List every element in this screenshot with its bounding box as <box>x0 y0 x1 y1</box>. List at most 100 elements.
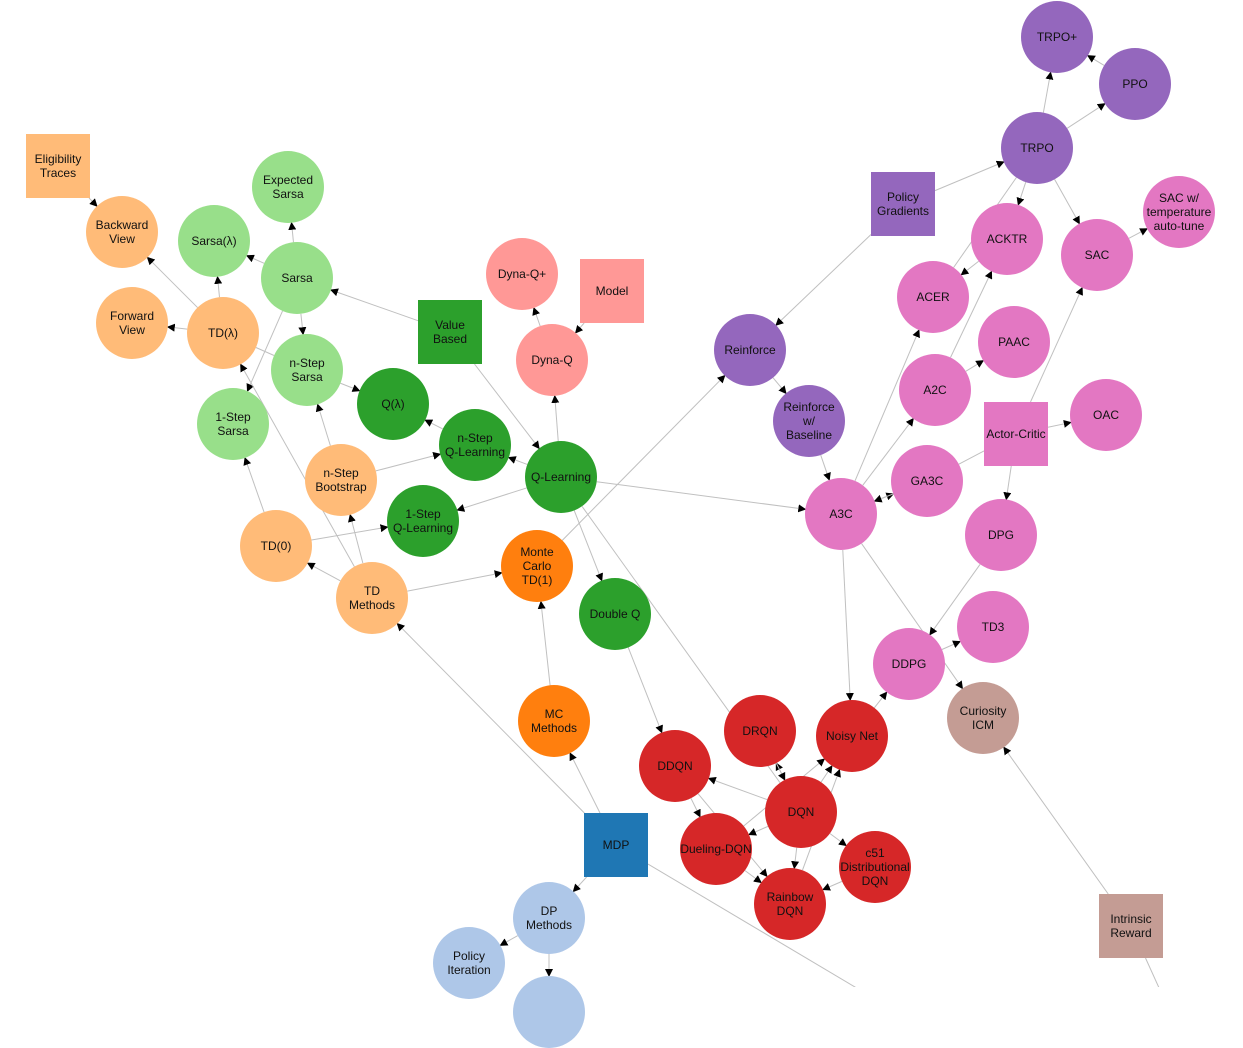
node-backward-view[interactable]: Backward View <box>86 196 158 268</box>
node-a2c[interactable]: A2C <box>899 354 971 426</box>
edge-trpo-to-sac <box>1054 179 1080 225</box>
node-paac[interactable]: PAAC <box>978 306 1050 378</box>
node-policy-iteration[interactable]: Policy Iteration <box>433 927 505 999</box>
node-td-methods[interactable]: TD Methods <box>336 562 408 634</box>
node-sac-temp[interactable]: SAC w/ temperature auto-tune <box>1143 176 1215 248</box>
node-expected-sarsa[interactable]: Expected Sarsa <box>252 151 324 223</box>
node-label: n-Step Q-Learning <box>444 431 506 459</box>
edge-sarsa-to-n-step-sarsa <box>298 313 307 336</box>
node-reinforce[interactable]: Reinforce <box>714 314 786 386</box>
node-label: ACKTR <box>986 232 1028 246</box>
node-label: Backward View <box>95 218 149 246</box>
node-dp-methods[interactable]: DP Methods <box>513 882 585 954</box>
node-n-step-q[interactable]: n-Step Q-Learning <box>439 409 511 481</box>
node-sac[interactable]: SAC <box>1061 219 1133 291</box>
node-label: DDQN <box>657 759 693 773</box>
edge-q-learning-to-a3c <box>596 481 807 513</box>
node-td0[interactable]: TD(0) <box>240 510 312 582</box>
node-q-lambda[interactable]: Q(λ) <box>357 368 429 440</box>
edge-actor-critic-to-ga3c <box>958 450 985 465</box>
node-n-step-bootstrap[interactable]: n-Step Bootstrap <box>305 444 377 516</box>
edge-q-learning-to-dyna-q <box>551 394 560 442</box>
node-intrinsic-reward[interactable]: Intrinsic Reward <box>1099 894 1163 958</box>
node-td-lambda[interactable]: TD(λ) <box>187 297 259 369</box>
node-label: Sarsa(λ) <box>191 234 237 248</box>
edge-dp-methods-to-policy-iteration <box>499 935 518 946</box>
node-actor-critic[interactable]: Actor-Critic <box>984 402 1048 466</box>
edge-n-step-bootstrap-to-n-step-q <box>375 451 442 472</box>
node-noisy-net[interactable]: Noisy Net <box>816 700 888 772</box>
node-model[interactable]: Model <box>580 259 644 323</box>
node-c51[interactable]: c51 Distributional DQN <box>839 831 911 903</box>
edge-mdp-to-bottom-exit <box>647 863 856 987</box>
node-label: GA3C <box>910 474 944 488</box>
node-acktr[interactable]: ACKTR <box>971 203 1043 275</box>
node-td3[interactable]: TD3 <box>957 591 1029 663</box>
edge-td-methods-to-n-step-bootstrap <box>348 513 364 564</box>
node-double-q[interactable]: Double Q <box>579 578 651 650</box>
edge-dpg-to-ddpg <box>929 564 981 636</box>
edge-ppo-to-trpo-plus <box>1086 55 1105 66</box>
node-label: Dyna-Q <box>531 353 573 367</box>
node-dqn[interactable]: DQN <box>765 776 837 848</box>
node-ga3c[interactable]: GA3C <box>891 445 963 517</box>
edge-intrinsic-reward-to-curiosity-icm <box>1003 746 1109 895</box>
node-ppo[interactable]: PPO <box>1099 48 1171 120</box>
node-curiosity-icm[interactable]: Curiosity ICM <box>947 682 1019 754</box>
edge-q-learning-to-double-q <box>573 510 603 582</box>
node-dyna-q[interactable]: Dyna-Q <box>516 324 588 396</box>
node-mc-methods[interactable]: MC Methods <box>518 685 590 757</box>
edge-c51-to-rainbow-dqn <box>822 880 843 891</box>
node-sarsa-lambda[interactable]: Sarsa(λ) <box>178 205 250 277</box>
node-dyna-q-plus[interactable]: Dyna-Q+ <box>486 238 558 310</box>
node-label: Reinforce w/ Baseline <box>783 400 835 442</box>
node-label: Expected Sarsa <box>262 173 314 201</box>
node-q-learning[interactable]: Q-Learning <box>525 441 597 513</box>
node-label: TD Methods <box>348 584 396 612</box>
node-trpo[interactable]: TRPO <box>1001 112 1073 184</box>
node-label: ACER <box>916 290 950 304</box>
node-oac[interactable]: OAC <box>1070 379 1142 451</box>
node-a3c[interactable]: A3C <box>805 478 877 550</box>
edge-a3c-to-a2c <box>862 417 914 486</box>
node-ddpg[interactable]: DDPG <box>873 628 945 700</box>
node-dpg[interactable]: DPG <box>965 499 1037 571</box>
node-eligibility-traces[interactable]: Eligibility Traces <box>26 134 90 198</box>
node-dueling-dqn[interactable]: Dueling-DQN <box>680 813 752 885</box>
node-label: Intrinsic Reward <box>1110 912 1152 940</box>
node-label: MC Methods <box>530 707 578 735</box>
node-one-step-q[interactable]: 1-Step Q-Learning <box>387 485 459 557</box>
node-label: SAC <box>1084 248 1110 262</box>
edge-monte-carlo-to-reinforce <box>561 374 726 541</box>
node-trpo-plus[interactable]: TRPO+ <box>1021 1 1093 73</box>
node-label: Policy Iteration <box>447 949 491 977</box>
node-one-step-sarsa[interactable]: 1-Step Sarsa <box>197 388 269 460</box>
node-label: DP Methods <box>525 904 573 932</box>
edge-ddpg-to-td3 <box>941 640 961 650</box>
node-value-based[interactable]: Value Based <box>418 300 482 364</box>
node-label: A3C <box>829 507 853 521</box>
node-n-step-sarsa[interactable]: n-Step Sarsa <box>271 334 343 406</box>
node-rainbow-dqn[interactable]: Rainbow DQN <box>754 868 826 940</box>
edge-noisy-net-to-ddpg <box>873 691 888 709</box>
edge-layer <box>88 55 1160 987</box>
edge-td0-to-one-step-q <box>311 524 389 541</box>
node-sarsa[interactable]: Sarsa <box>261 242 333 314</box>
edge-trpo-to-trpo-plus <box>1042 71 1054 113</box>
edge-trpo-to-acktr <box>1016 182 1027 206</box>
node-policy-gradients[interactable]: Policy Gradients <box>871 172 935 236</box>
node-drqn[interactable]: DRQN <box>724 695 796 767</box>
edge-value-based-to-sarsa <box>330 288 419 322</box>
edge-value-based-to-q-learning <box>474 363 540 450</box>
node-mdp[interactable]: MDP <box>584 813 648 877</box>
edge-q-learning-to-n-step-q <box>507 456 528 465</box>
node-label: Value Based <box>432 318 468 346</box>
edge-a2c-to-paac <box>965 360 985 372</box>
edge-dueling-dqn-to-rainbow-dqn <box>744 870 762 884</box>
node-ddqn[interactable]: DDQN <box>639 730 711 802</box>
node-forward-view[interactable]: Forward View <box>96 287 168 359</box>
node-monte-carlo[interactable]: Monte Carlo TD(1) <box>501 530 573 602</box>
edge-dyna-q-to-dyna-q-plus <box>532 307 541 327</box>
node-reinforce-baseline[interactable]: Reinforce w/ Baseline <box>773 385 845 457</box>
node-acer[interactable]: ACER <box>897 261 969 333</box>
